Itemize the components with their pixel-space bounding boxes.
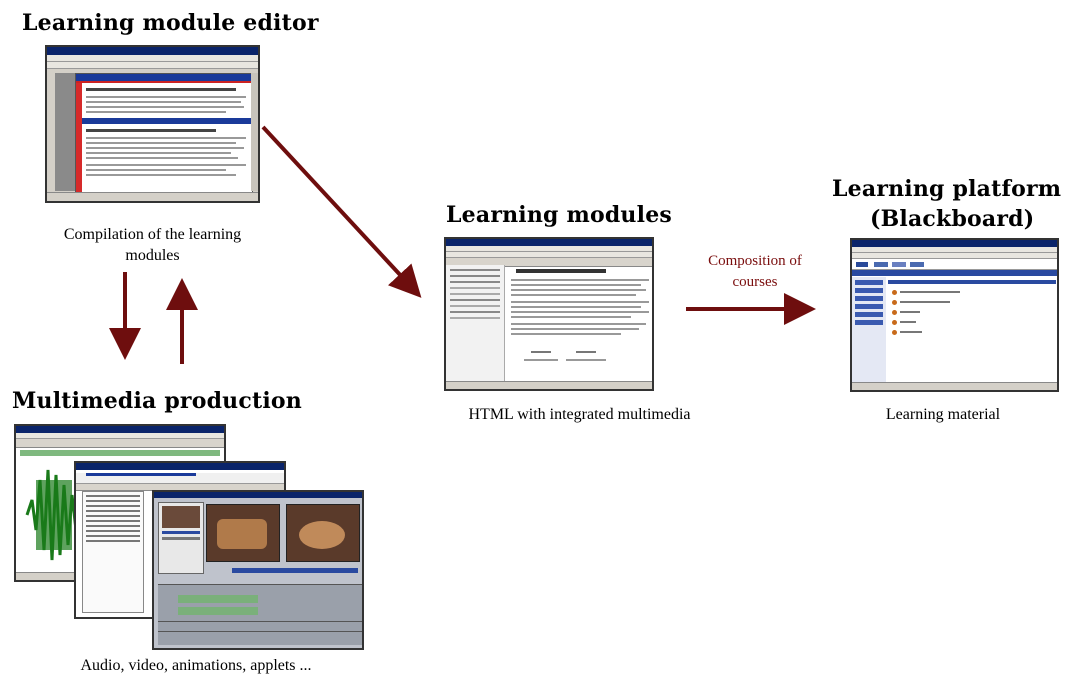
multimedia-heading: Multimedia production [12,388,302,414]
editor-heading: Learning module editor [22,10,319,36]
modules-heading: Learning modules [446,202,672,228]
editor-screenshot [45,45,260,203]
platform-heading-line2: (Blackboard) [870,206,1035,232]
platform-screenshot [850,238,1059,392]
platform-heading-line1: Learning platform [832,176,1062,202]
editor-caption-line1: Compilation of the learning [63,226,242,243]
composition-label-line1: Composition of [708,253,802,269]
video-editor-screenshot [152,490,364,650]
modules-caption: HTML with integrated multimedia [468,406,691,423]
modules-screenshot [444,237,654,391]
editor-caption-line2: modules [125,247,180,264]
multimedia-caption: Audio, video, animations, applets ... [80,657,312,674]
composition-label-line2: courses [732,274,778,290]
platform-caption: Learning material [885,406,1001,423]
editor-to-modules-arrow [261,125,422,298]
